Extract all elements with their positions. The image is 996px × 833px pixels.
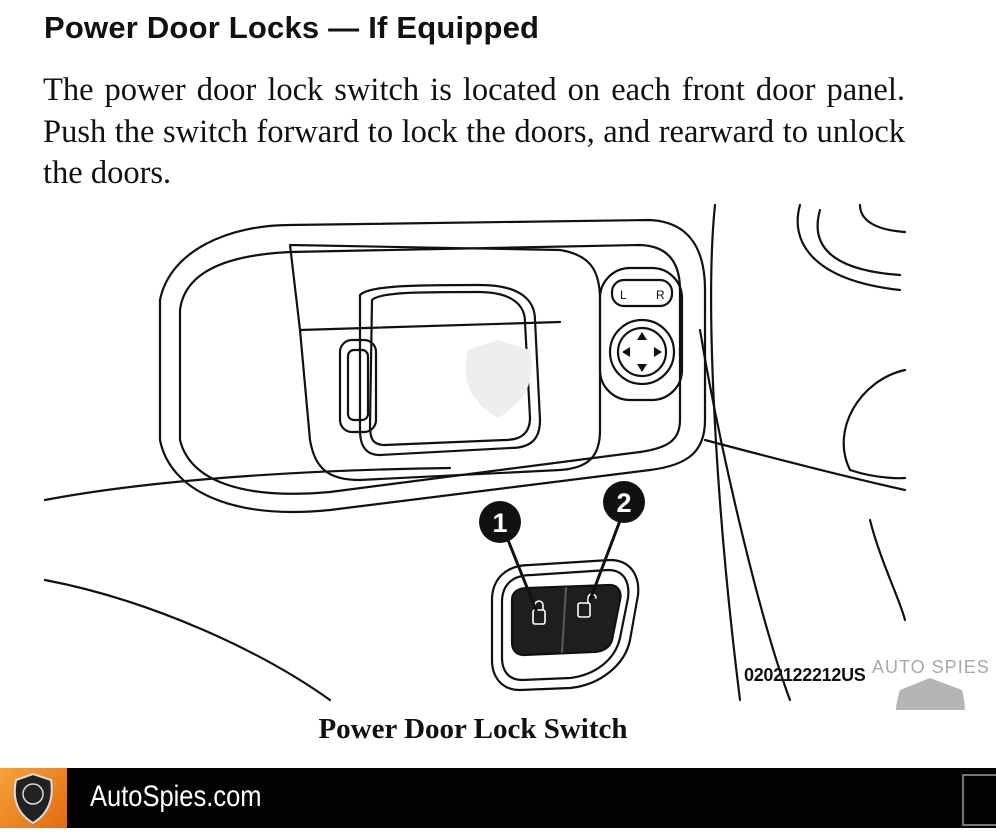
handle-recess	[288, 243, 602, 482]
body-paragraph: The power door lock switch is located on…	[43, 72, 905, 191]
handle-bezel-outer	[158, 218, 707, 514]
door-panel-illustration: L R 1 2	[43, 203, 965, 710]
mirror-right-label: R	[656, 288, 665, 302]
callout-1-label: 1	[492, 508, 507, 538]
figure-caption: Power Door Lock Switch	[318, 713, 628, 745]
callout-2-label: 2	[616, 488, 631, 518]
mirror-lr-selector	[610, 278, 674, 308]
watermark-shield-icon	[896, 678, 965, 710]
mirror-arrows-icon	[622, 332, 662, 372]
mirror-joystick	[608, 318, 676, 386]
lock-switch-bezel-outer	[490, 558, 640, 692]
corner-thumbnail	[962, 774, 996, 826]
section-heading: Power Door Locks — If Equipped	[44, 10, 540, 45]
autospies-logo[interactable]	[0, 768, 67, 828]
callout-2	[603, 481, 645, 523]
shield-logo-icon	[13, 772, 53, 825]
callout-1	[479, 501, 521, 543]
watermark-text: AUTO SPIES	[872, 657, 990, 677]
figure-code: 0202122212US	[744, 665, 866, 685]
footer-bar: AutoSpies.com	[0, 768, 996, 828]
mirror-left-label: L	[620, 288, 627, 302]
site-name[interactable]: AutoSpies.com	[90, 780, 262, 813]
lock-switch	[510, 583, 622, 657]
door-latch	[338, 338, 378, 434]
handle-bezel-inner	[178, 243, 682, 495]
mirror-switch-housing	[598, 266, 684, 402]
